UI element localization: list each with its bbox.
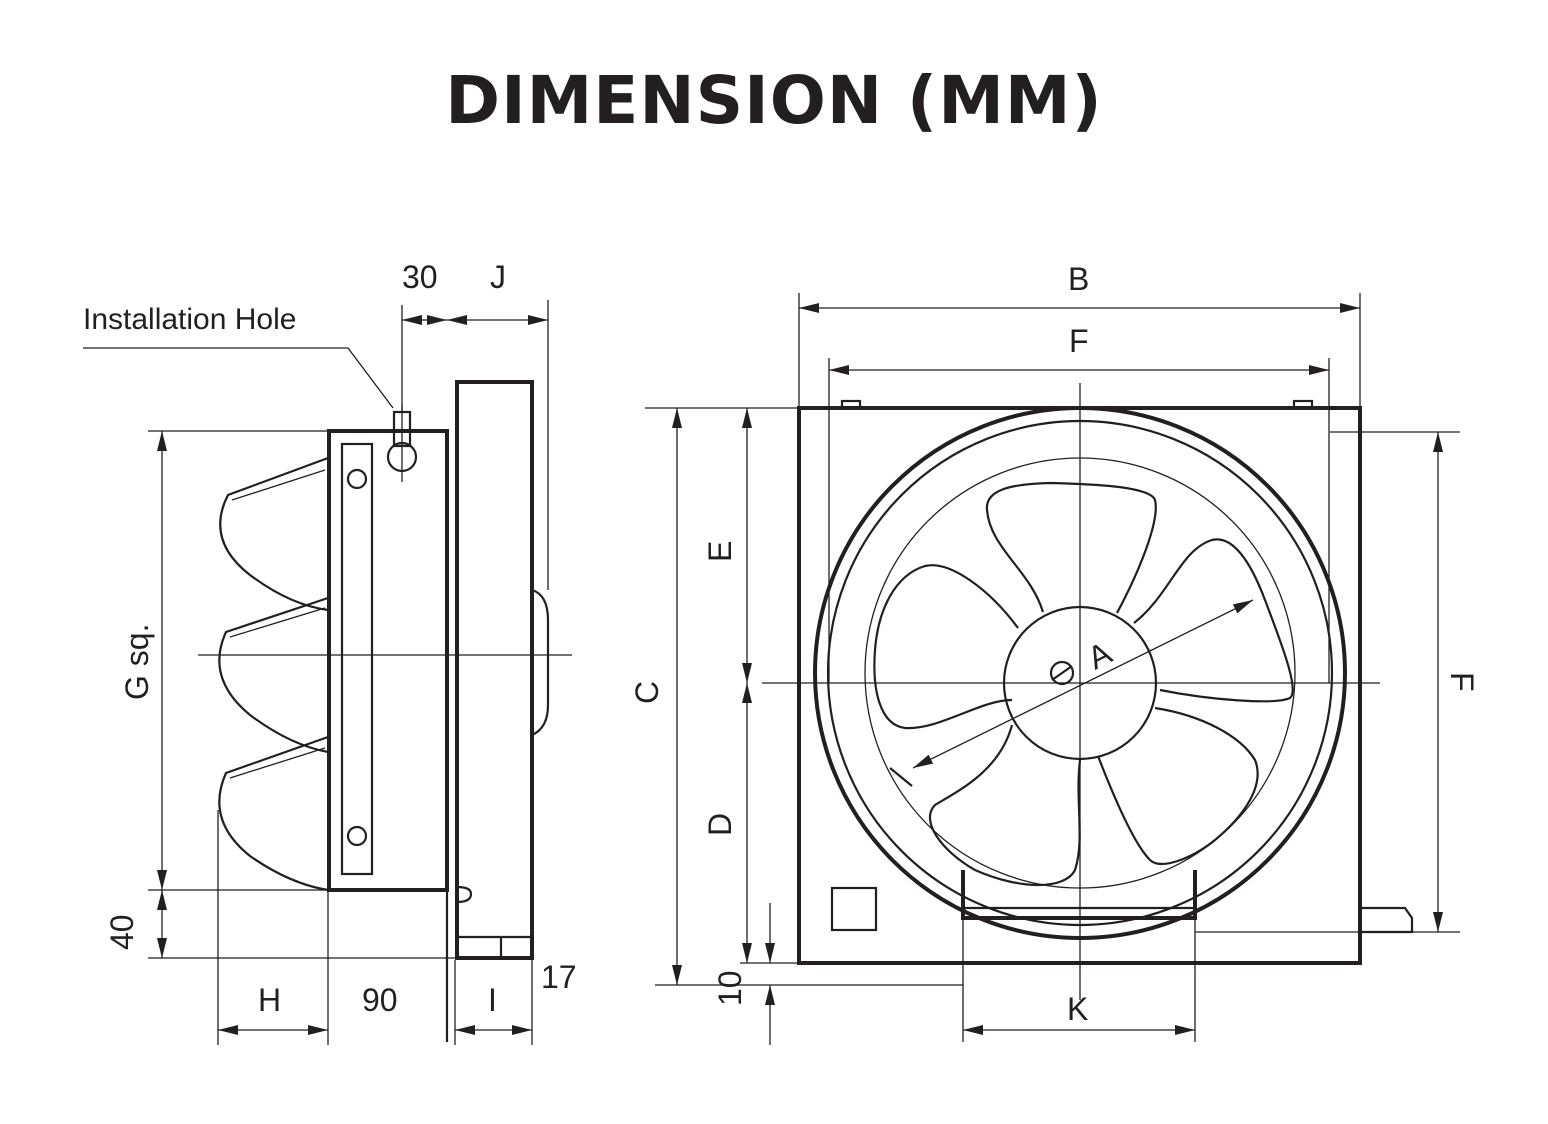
motor-bump — [531, 588, 550, 737]
side-view: Installation Hole — [83, 259, 577, 1045]
dim-10-label: 10 — [712, 970, 748, 1006]
dim-i-label: I — [488, 982, 497, 1018]
shutter-blades — [218, 456, 329, 892]
body-casing — [455, 380, 534, 960]
side-switch — [1360, 906, 1414, 934]
installation-hole-label: Installation Hole — [83, 303, 296, 336]
dim-h-label: H — [258, 982, 281, 1018]
top-tab-left — [840, 399, 862, 410]
frame-plate — [327, 429, 449, 892]
frame-inner-bar — [340, 442, 374, 876]
control-box — [830, 886, 878, 932]
screw-bottom — [346, 825, 368, 847]
dim-f-top-label: F — [1069, 323, 1089, 359]
dim-a-line — [912, 599, 1254, 769]
body-clip — [456, 885, 473, 904]
dim-90-label: 90 — [362, 982, 398, 1018]
dim-17-label: 17 — [541, 959, 577, 995]
top-tab-right — [1292, 399, 1314, 410]
dim-g-label: G sq. — [119, 624, 155, 700]
screw-top — [346, 468, 368, 490]
installation-hole-icon — [386, 405, 418, 482]
dim-c-label: C — [629, 681, 665, 704]
dim-e-label: E — [702, 541, 738, 562]
dim-40-label: 40 — [104, 914, 140, 950]
dim-k-label: K — [1067, 991, 1088, 1027]
dim-30-label: 30 — [402, 259, 438, 295]
installation-hole-leader — [83, 347, 394, 409]
front-view: A B F C E D 10 F K — [629, 261, 1480, 1045]
bottom-grille — [961, 870, 1197, 920]
dim-d-label: D — [702, 813, 738, 836]
dim-f-right-label: F — [1444, 672, 1480, 692]
dim-j-label: J — [490, 259, 506, 295]
page-title: DIMENSION (MM) — [445, 62, 1103, 139]
dim-b-label: B — [1068, 261, 1089, 297]
